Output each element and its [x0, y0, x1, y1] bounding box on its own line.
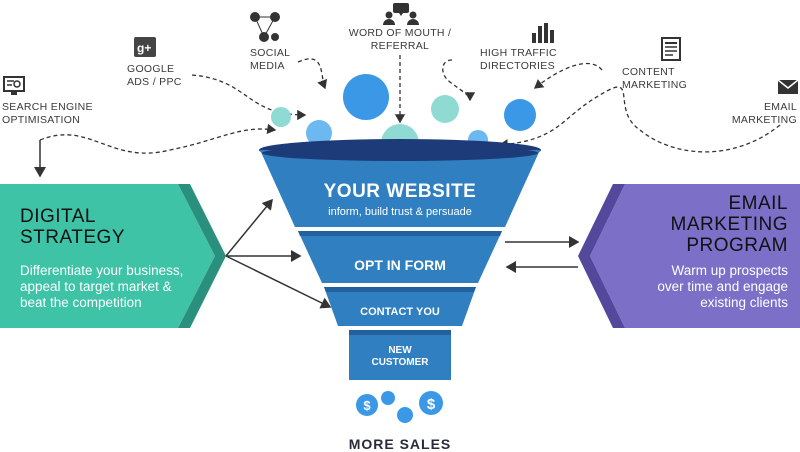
arrow-to-contact	[225, 255, 332, 309]
svg-text:g+: g+	[137, 41, 151, 55]
funnel-customer-title: NEW CUSTOMER	[371, 345, 429, 368]
bubble	[431, 95, 459, 123]
email-path	[498, 86, 781, 153]
funnel-stage-optin	[298, 231, 502, 283]
bubble	[306, 120, 332, 146]
digital-strategy-panel-edge	[178, 184, 226, 328]
google-plus-icon: g+	[134, 37, 156, 57]
email-program-title: EMAIL MARKETING PROGRAM	[670, 193, 788, 256]
funnel-contact-title: CONTACT YOU	[360, 306, 440, 318]
source-label-word-of-mouth: WORD OF MOUTH / REFERRAL	[348, 27, 452, 52]
coin	[397, 407, 413, 423]
directories-path	[442, 59, 476, 102]
coin	[356, 394, 378, 416]
funnel-stage-optin-band	[298, 231, 502, 236]
email-program-description: Warm up prospects over time and engage e…	[657, 263, 788, 310]
funnel-website-title: YOUR WEBSITE	[323, 181, 477, 202]
source-label-email-marketing: EMAIL MARKETING	[731, 101, 797, 126]
social-network-icon	[250, 12, 280, 42]
seo-path	[39, 123, 277, 154]
funnel-stage-customer-band	[349, 330, 451, 335]
funnel-website-subtitle: inform, build trust & persuade	[328, 206, 472, 218]
bar-chart-icon	[532, 23, 554, 43]
coin	[419, 391, 443, 415]
google-ads-path	[191, 74, 307, 121]
arrow-to-website	[225, 198, 273, 257]
digital-strategy-panel	[0, 184, 215, 328]
email-program-panel-edge	[578, 184, 625, 328]
source-label-content-marketing: CONTENT MARKETING	[622, 66, 688, 91]
funnel-stage-contact	[324, 287, 476, 326]
coin	[381, 391, 395, 405]
source-label-social-media: SOCIAL MEDIA	[250, 47, 291, 72]
coin-dollar-sign: $	[427, 396, 436, 413]
funnel-stage-website	[260, 150, 540, 227]
source-label-seo: SEARCH ENGINE OPTIMISATION	[2, 101, 93, 126]
document-icon	[661, 37, 681, 61]
source-label-google-ads: GOOGLE ADS / PPC	[127, 63, 182, 88]
more-sales-label: MORE SALES	[348, 436, 452, 452]
bubble	[271, 107, 291, 127]
source-label-directories: HIGH TRAFFIC DIRECTORIES	[480, 47, 557, 72]
envelope-icon	[778, 80, 798, 94]
funnel-optin-title: OPT IN FORM	[354, 257, 446, 273]
coin-dollar-sign: $	[363, 398, 371, 413]
bubble	[504, 99, 536, 131]
digital-strategy-title: DIGITAL STRATEGY	[20, 206, 125, 248]
social-path	[297, 58, 328, 90]
content-path	[533, 62, 603, 89]
bubble	[343, 74, 389, 120]
people-chat-icon	[383, 3, 419, 25]
digital-strategy-description: Differentiate your business, appeal to t…	[20, 263, 184, 310]
email-program-panel	[590, 184, 800, 328]
funnel-stage-customer	[349, 330, 451, 380]
funnel-rim-shadow	[262, 145, 538, 161]
monitor-search-icon	[3, 76, 25, 95]
funnel-stage-contact-band	[324, 287, 476, 292]
